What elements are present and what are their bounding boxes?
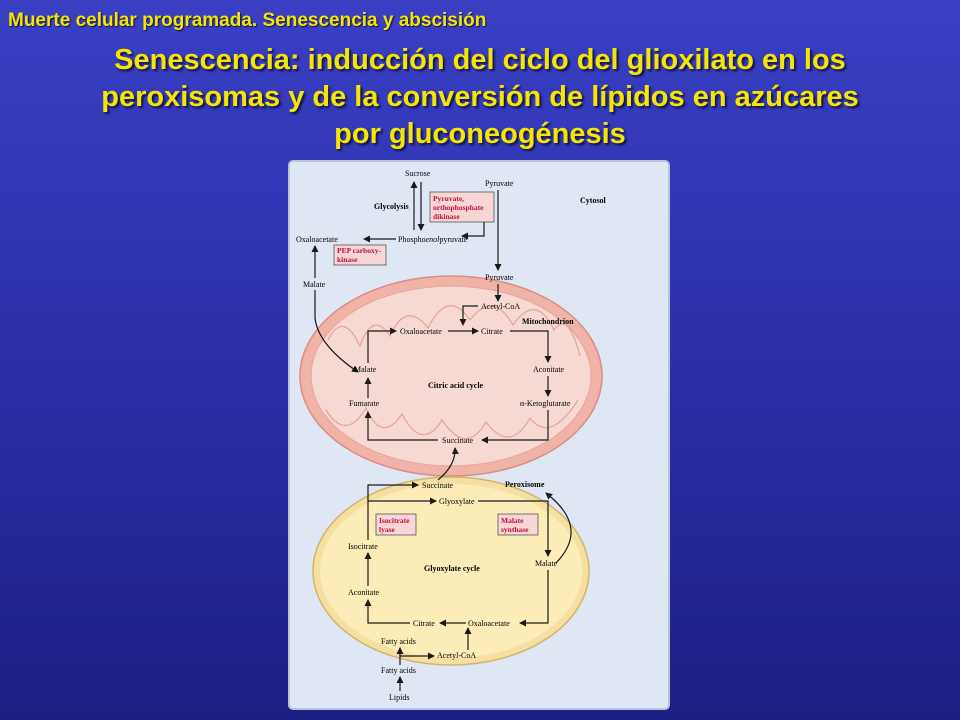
enzyme-box-ppdk: Pyruvate, orthophosphate dikinase [429, 191, 495, 223]
mito-citrate-label: Citrate [481, 327, 503, 336]
glyoxylate-cycle-label: Glyoxylate cycle [424, 564, 480, 573]
title-line-2: peroxisomas y de la conversión de lípido… [101, 81, 859, 113]
mito-succinate-label: Succinate [442, 436, 474, 445]
cytosol-oxaloacetate-label: Oxaloacetate [296, 235, 338, 244]
title-line-1: Senescencia: inducción del ciclo del gli… [114, 44, 846, 76]
perox-isocitrate-label: Isocitrate [348, 542, 378, 551]
mitochondrion [299, 275, 603, 477]
ppdk-line-1: Pyruvate, [433, 194, 464, 203]
mito-malate-label: Malate [354, 365, 377, 374]
cytosol-label: Cytosol [580, 196, 607, 205]
lipids-label: Lipids [389, 693, 409, 702]
pep-label: Phosphoenolpyruvate [398, 235, 468, 244]
perox-oxaloacetate-label: Oxaloacetate [468, 619, 510, 628]
mito-oxaloacetate-label: Oxaloacetate [400, 327, 442, 336]
ms-line-1: Malate [501, 516, 524, 525]
perox-succinate-label: Succinate [422, 481, 454, 490]
mito-fumarate-label: Fumarate [349, 399, 380, 408]
ppdk-line-2: orthophosphate [433, 203, 484, 212]
citric-acid-cycle-label: Citric acid cycle [428, 381, 484, 390]
perox-acetylcoa-label: Acetyl-CoA [437, 651, 476, 660]
glycolysis-label: Glycolysis [374, 202, 409, 211]
enzyme-box-isocitrate-lyase: Isocitrate lyase [375, 513, 417, 536]
enzyme-box-malate-synthase: Malate synthase [497, 513, 539, 536]
mito-aconitate-label: Aconitate [533, 365, 565, 374]
pathway-svg: Cytosol Mitochondrion Peroxisome Sucrose… [288, 160, 670, 710]
metabolism-diagram: Cytosol Mitochondrion Peroxisome Sucrose… [288, 160, 670, 710]
perox-aconitate-label: Aconitate [348, 588, 380, 597]
slide-title: Senescencia: inducción del ciclo del gli… [0, 42, 960, 153]
mitochondrion-arrows [364, 284, 552, 444]
mito-ketoglutarate-label: α-Ketoglutarate [520, 399, 571, 408]
cytosol-arrows [311, 181, 502, 373]
ms-line-2: synthase [501, 525, 529, 534]
perox-malate-label: Malate [535, 559, 558, 568]
peroxisome-label: Peroxisome [505, 480, 545, 489]
pepck-line-2: kinase [337, 255, 358, 264]
perox-fattyacids-label: Fatty acids [381, 637, 416, 646]
mitochondrion-label: Mitochondrion [522, 317, 574, 326]
cytosol-malate-label: Malate [303, 280, 326, 289]
sucrose-label: Sucrose [405, 169, 431, 178]
slide-subtitle: Muerte celular programada. Senescencia y… [8, 10, 487, 31]
perox-citrate-label: Citrate [413, 619, 435, 628]
mito-pyruvate-label: Pyruvate [485, 273, 514, 282]
cytosol-pyruvate-label: Pyruvate [485, 179, 514, 188]
pepck-line-1: PEP carboxy- [337, 246, 381, 255]
perox-glyoxylate-label: Glyoxylate [439, 497, 475, 506]
peroxisome-arrows [364, 447, 572, 660]
mito-acetylcoa-label: Acetyl-CoA [481, 302, 520, 311]
enzyme-box-pepck: PEP carboxy- kinase [333, 244, 387, 266]
icl-line-2: lyase [379, 525, 396, 534]
ppdk-line-3: dikinase [433, 212, 460, 221]
icl-line-1: Isocitrate [379, 516, 410, 525]
cytosol-fattyacids-label: Fatty acids [381, 666, 416, 675]
title-line-3: por gluconeogénesis [334, 118, 626, 150]
